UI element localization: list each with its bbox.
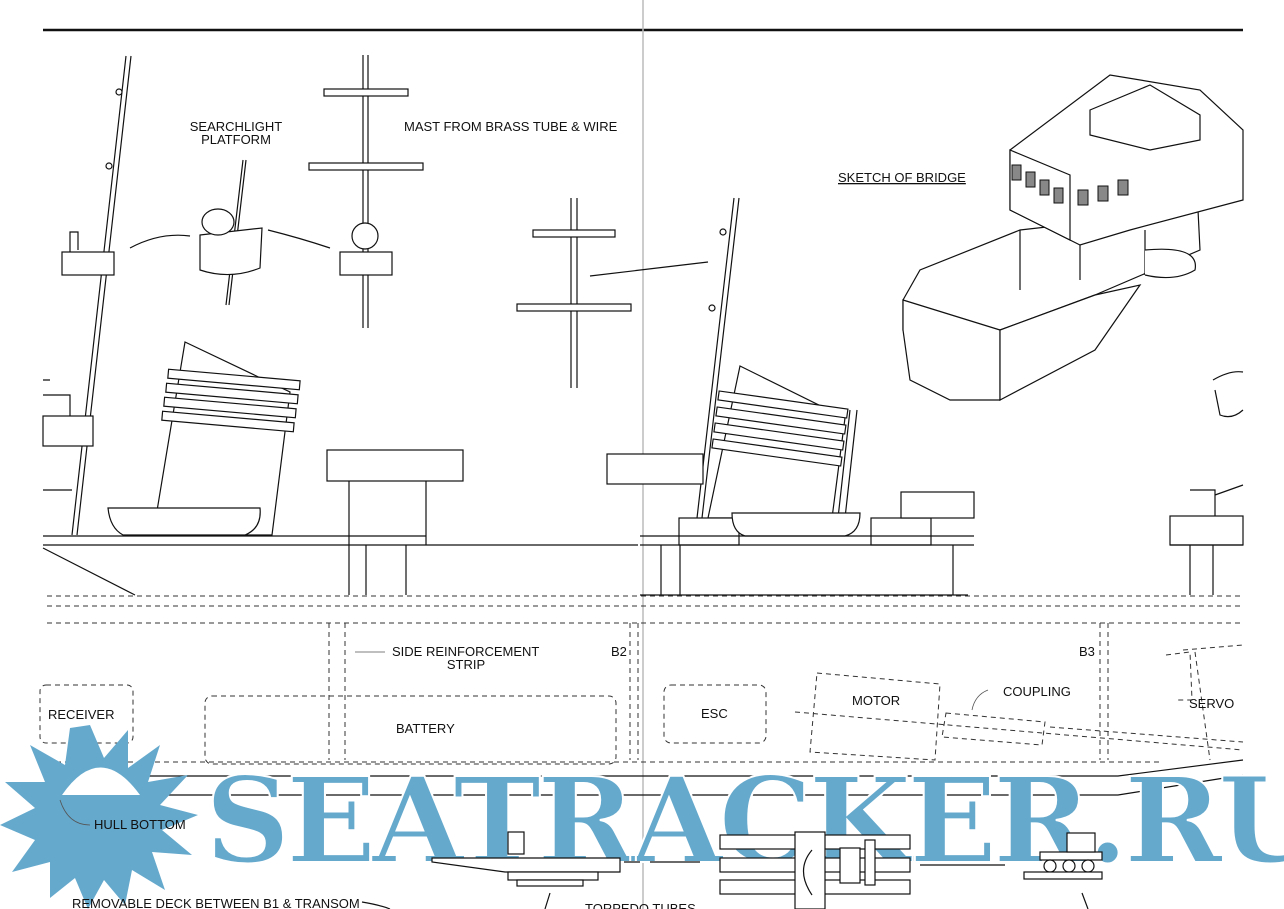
searchlight-platform	[129, 159, 331, 306]
bridge-sketch	[902, 74, 1244, 418]
bridge-sketch-label: SKETCH OF BRIDGE	[838, 170, 966, 185]
esc-label: ESC	[701, 706, 728, 721]
bulkhead-b3-label: B3	[1079, 644, 1095, 659]
left-mast	[42, 55, 132, 536]
battery-label: BATTERY	[396, 721, 455, 736]
left-funnel	[42, 341, 638, 596]
servo-outline	[1165, 644, 1244, 761]
yard-mast	[516, 198, 709, 388]
coupling-label: COUPLING	[1003, 684, 1071, 699]
shaft-coupling-outline	[794, 711, 1244, 751]
mast-label: MAST FROM BRASS TUBE & WIRE	[404, 119, 618, 134]
right-funnel	[606, 197, 1244, 596]
watermark-text: SEATRACKER.RU	[205, 751, 1284, 890]
receiver-outline	[39, 684, 134, 744]
lower-deck-parts	[59, 799, 1103, 909]
esc-outline	[663, 684, 767, 744]
side-strip-label-1: SIDE REINFORCEMENT	[392, 644, 539, 659]
removable-deck-label: REMOVABLE DECK BETWEEN B1 & TRANSOM	[72, 896, 360, 909]
battery-outline	[204, 695, 617, 765]
side-strip-label-2: STRIP	[447, 657, 485, 672]
hull-section-lines	[43, 595, 1244, 796]
receiver-label: RECEIVER	[48, 707, 114, 722]
watermark-sun-logo	[0, 725, 198, 909]
torpedo-tubes-label: TORPEDO TUBES	[585, 901, 696, 909]
servo-label: SERVO	[1189, 696, 1234, 711]
motor-outline	[809, 672, 941, 761]
searchlight-label-2: PLATFORM	[201, 132, 271, 147]
motor-label: MOTOR	[852, 693, 900, 708]
brass-mast	[308, 55, 424, 328]
searchlight-label-1: SEARCHLIGHT	[190, 119, 283, 134]
bulkhead-b2-label: B2	[611, 644, 627, 659]
hull-bottom-label: HULL BOTTOM	[94, 817, 186, 832]
